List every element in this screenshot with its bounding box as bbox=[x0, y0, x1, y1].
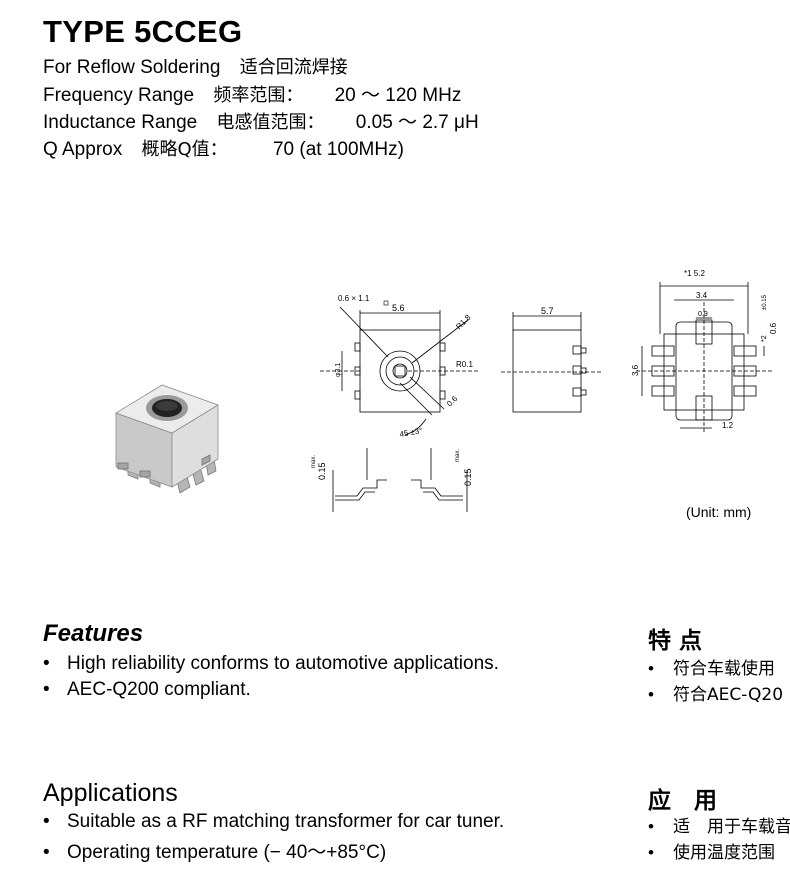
spec-frequency-value: 20 〜 120 MHz bbox=[334, 85, 462, 106]
features-item-cn-text: 符合车载使用 bbox=[673, 659, 775, 679]
dim-slot: 0.6 bbox=[445, 394, 460, 409]
spec-frequency-en: Frequency Range bbox=[43, 85, 195, 106]
applications-item-cn-text: 使用温度范围 bbox=[673, 843, 775, 863]
features-item: •High reliability conforms to automotive… bbox=[43, 653, 499, 674]
dim-note-2: *2 bbox=[761, 335, 768, 342]
dim-width-top: 5.6 bbox=[392, 303, 405, 313]
dim-depth: 5.7 bbox=[541, 306, 554, 316]
spec-reflow: For Reflow Soldering 适合回流焊接 bbox=[43, 53, 348, 79]
dim-pad: 0.6 × 1.1 bbox=[338, 294, 370, 303]
applications-item: •Suitable as a RF matching transformer f… bbox=[43, 811, 505, 832]
features-item-cn: •符合车载使用 bbox=[648, 659, 775, 679]
applications-item-cn: •适 用于车载音 bbox=[648, 817, 790, 837]
applications-item-cn: •使用温度范围 bbox=[648, 843, 775, 863]
unit-note: (Unit: mm) bbox=[686, 504, 752, 520]
dim-r01: R0.1 bbox=[456, 360, 473, 369]
features-heading-cn: 特 点 bbox=[648, 628, 703, 654]
dim-radius: R1.8 bbox=[454, 313, 473, 332]
dim-max-right: max. bbox=[455, 449, 461, 462]
spec-reflow-cn: 适合回流焊接 bbox=[239, 57, 348, 78]
dim-diameter: φ3.1 bbox=[335, 363, 342, 377]
product-title: TYPE 5CCEG bbox=[43, 14, 243, 49]
spec-inductance: Inductance Range 电感值范围： 0.05 〜 2.7 μH bbox=[43, 107, 479, 134]
dim-land-pad: 1.2 bbox=[722, 421, 734, 430]
applications-heading: Applications bbox=[43, 779, 178, 807]
top-view-drawing: 0.6 × 1.1 5.6 R1.8 R0.1 0.6 45 ±3° φ3.1 bbox=[320, 294, 480, 439]
dim-land-gap: 0.9 bbox=[698, 311, 708, 318]
dim-land-pad-height: 0.6 bbox=[769, 322, 778, 334]
spec-frequency: Frequency Range 频率范围： 20 〜 120 MHz bbox=[43, 80, 461, 107]
features-item-cn-text: 符合AEC-Q20 bbox=[673, 685, 784, 705]
dim-max-left: max. bbox=[311, 455, 317, 468]
applications-item-text: Operating temperature (− 40〜+85°C) bbox=[67, 842, 387, 863]
spec-q-value: 70 (at 100MHz) bbox=[272, 139, 404, 160]
side-view-drawing: 5.7 bbox=[501, 306, 601, 413]
dim-land-width: *1 5.2 bbox=[684, 269, 705, 278]
spec-inductance-value: 0.05 〜 2.7 μH bbox=[355, 112, 479, 133]
applications-item: •Operating temperature (− 40〜+85°C) bbox=[43, 842, 387, 863]
dim-land-inner: 3.4 bbox=[696, 291, 708, 300]
spec-reflow-en: For Reflow Soldering bbox=[43, 57, 221, 78]
applications-item-text: Suitable as a RF matching transformer fo… bbox=[67, 811, 505, 832]
spec-q: Q Approx 概略Q值： 70 (at 100MHz) bbox=[43, 135, 404, 161]
spec-frequency-cn: 频率范围： bbox=[213, 85, 304, 106]
spec-inductance-cn: 电感值范围： bbox=[216, 112, 325, 133]
spec-q-cn: 概略Q值： bbox=[141, 139, 228, 160]
features-item-cn: •符合AEC-Q20 bbox=[648, 685, 784, 705]
applications-item-cn-text: 适 用于车载音 bbox=[673, 817, 790, 837]
product-photo bbox=[115, 384, 219, 494]
features-item-text: High reliability conforms to automotive … bbox=[67, 653, 499, 674]
dim-lift-left: 0.15 bbox=[317, 462, 327, 480]
land-pattern-drawing: *1 5.2 3.4 0.9 3.6 1.2 *2 0.6 ±0.15 bbox=[631, 269, 778, 434]
dim-lift-right: 0.15 bbox=[463, 468, 473, 486]
dim-land-height: 3.6 bbox=[631, 364, 640, 376]
applications-heading-cn: 应 用 bbox=[648, 788, 717, 814]
spec-q-en: Q Approx bbox=[43, 139, 123, 160]
dim-tolerance: ±0.15 bbox=[762, 294, 768, 310]
features-heading: Features bbox=[43, 620, 144, 647]
dim-angle: 45 ±3° bbox=[399, 426, 423, 439]
spec-inductance-en: Inductance Range bbox=[43, 112, 198, 133]
features-item: •AEC-Q200 compliant. bbox=[43, 679, 251, 700]
profile-view-drawing: 0.15 max. 0.15 max. bbox=[311, 448, 473, 512]
features-item-text: AEC-Q200 compliant. bbox=[67, 679, 251, 700]
